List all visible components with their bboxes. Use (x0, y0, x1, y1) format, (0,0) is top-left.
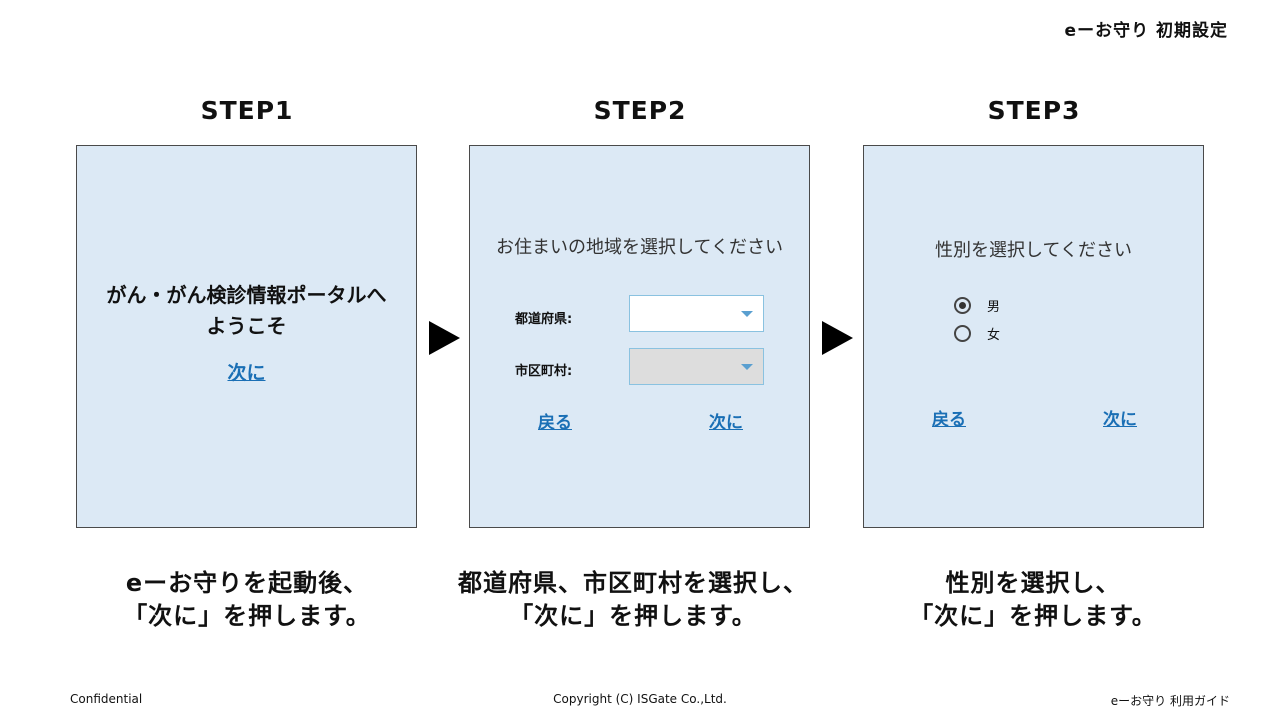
gender-option-label: 男 (987, 300, 1001, 315)
step2-back-link[interactable]: 戻る (538, 413, 572, 433)
step2-caption: 都道府県、市区町村を選択し、 「次に」を押します。 (433, 567, 833, 633)
prefecture-label: 都道府県: (515, 312, 573, 327)
caption-line: 「次に」を押します。 (909, 602, 1157, 630)
step1-title: STEP1 (200, 96, 294, 125)
welcome-message: がん・がん検診情報ポータルへ ようこそ (77, 280, 416, 342)
step1-screen-panel: がん・がん検診情報ポータルへ ようこそ 次に (76, 145, 417, 528)
footer-confidential: Confidential (70, 692, 143, 706)
footer-copyright: Copyright (C) ISGate Co.,Ltd. (553, 692, 727, 706)
welcome-line-1: がん・がん検診情報ポータルへ (106, 283, 387, 307)
arrow-right-icon (429, 321, 460, 355)
region-prompt: お住まいの地域を選択してください (496, 237, 783, 258)
gender-prompt: 性別を選択してください (935, 240, 1132, 261)
city-select[interactable] (629, 348, 764, 385)
step2-next-link[interactable]: 次に (709, 413, 743, 433)
gender-option-label: 女 (987, 328, 1001, 343)
radio-checked-icon[interactable] (954, 297, 971, 314)
step1-next-link[interactable]: 次に (227, 362, 266, 384)
chevron-down-icon (741, 311, 753, 317)
caption-line: 「次に」を押します。 (509, 602, 757, 630)
city-label: 市区町村: (515, 364, 573, 379)
step2-screen-panel: お住まいの地域を選択してください 都道府県: 市区町村: 戻る 次に (469, 145, 810, 528)
step3-next-link[interactable]: 次に (1103, 410, 1137, 430)
prefecture-select[interactable] (629, 295, 764, 332)
caption-line: eーお守りを起動後、 (125, 569, 369, 597)
radio-unchecked-icon[interactable] (954, 325, 971, 342)
gender-option-female[interactable]: 女 (954, 324, 1000, 343)
step3-back-link[interactable]: 戻る (932, 410, 966, 430)
caption-line: 「次に」を押します。 (123, 602, 371, 630)
step3-screen-panel: 性別を選択してください 男 女 戻る 次に (863, 145, 1204, 528)
page-header-title: eーお守り 初期設定 (1064, 21, 1228, 41)
chevron-down-icon (741, 364, 753, 370)
step1-caption: eーお守りを起動後、 「次に」を押します。 (47, 567, 447, 633)
step3-title: STEP3 (987, 96, 1081, 125)
step3-caption: 性別を選択し、 「次に」を押します。 (833, 567, 1233, 633)
welcome-line-2: ようこそ (206, 314, 287, 338)
gender-option-male[interactable]: 男 (954, 296, 1000, 315)
footer-guide-title: eーお守り 利用ガイド (1110, 694, 1230, 708)
caption-line: 性別を選択し、 (945, 569, 1121, 597)
arrow-right-icon (822, 321, 853, 355)
caption-line: 都道府県、市区町村を選択し、 (458, 569, 808, 597)
step2-title: STEP2 (593, 96, 687, 125)
